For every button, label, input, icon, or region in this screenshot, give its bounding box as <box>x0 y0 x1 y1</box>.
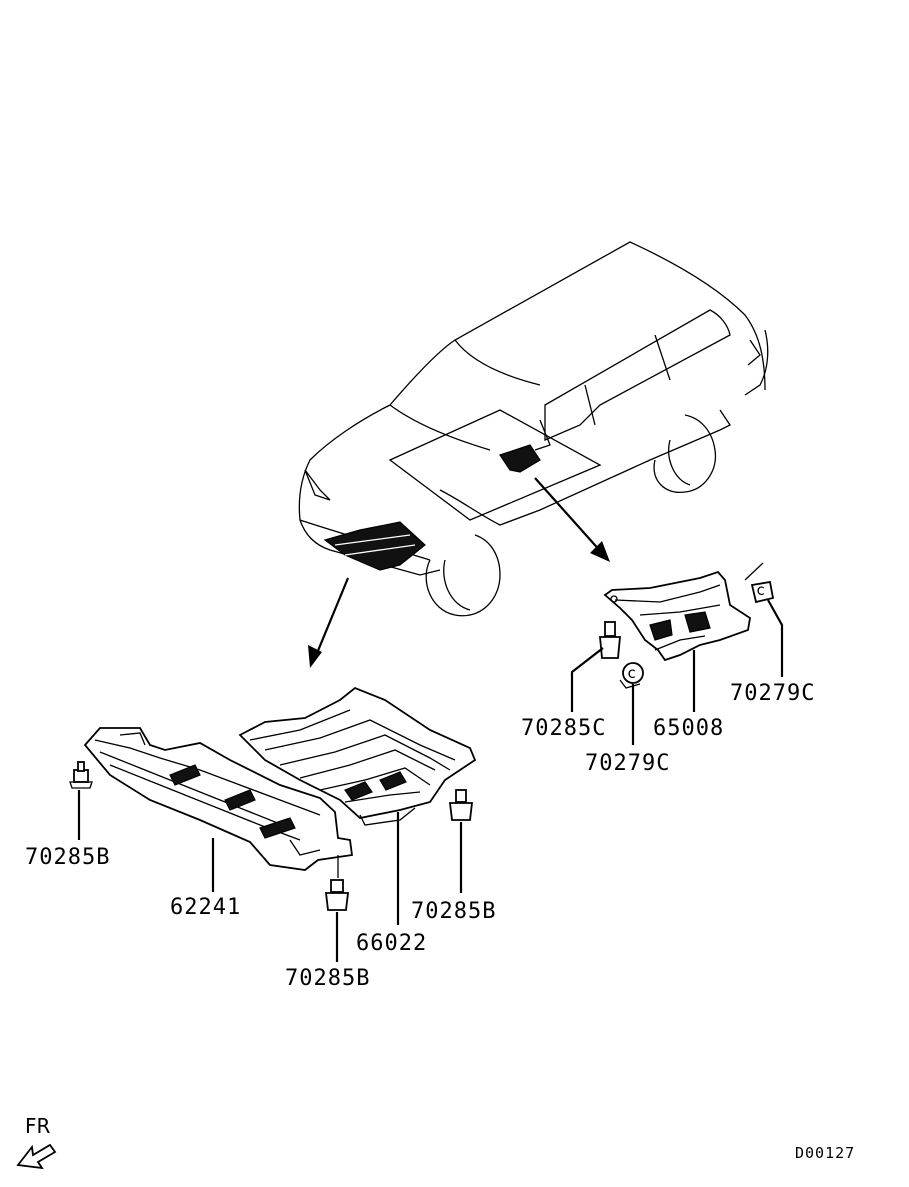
front-direction-indicator: FR <box>16 1114 57 1170</box>
front-arrow-icon <box>16 1143 57 1170</box>
diagram-code: D00127 <box>795 1144 855 1162</box>
label-62241: 62241 <box>170 895 241 920</box>
svg-text:c: c <box>627 664 637 682</box>
skid-plate-66022 <box>238 686 477 826</box>
label-70285B-right: 70285B <box>411 899 496 924</box>
label-66022: 66022 <box>356 931 427 956</box>
svg-text:c: c <box>756 581 766 599</box>
label-70279C-right: 70279C <box>730 681 815 706</box>
pointer-arrows <box>308 477 610 668</box>
vehicle-illustration <box>298 241 769 617</box>
label-65008: 65008 <box>653 716 724 741</box>
bolt-70285B-left <box>69 761 93 840</box>
bolt-70285B-bottom <box>324 855 350 962</box>
clip-70279C-center: c <box>619 662 644 745</box>
skid-plate-62241 <box>83 727 354 871</box>
label-70279C-center: 70279C <box>585 751 670 776</box>
front-direction-label: FR <box>25 1114 51 1138</box>
bolt-70285C <box>570 621 621 712</box>
label-70285B-bottom: 70285B <box>285 966 370 991</box>
cover-65008 <box>603 562 764 712</box>
label-70285B-left: 70285B <box>25 845 110 870</box>
clip-70279C-right: c <box>750 580 784 677</box>
label-70285C: 70285C <box>521 716 606 741</box>
bolt-70285B-right <box>448 789 474 893</box>
